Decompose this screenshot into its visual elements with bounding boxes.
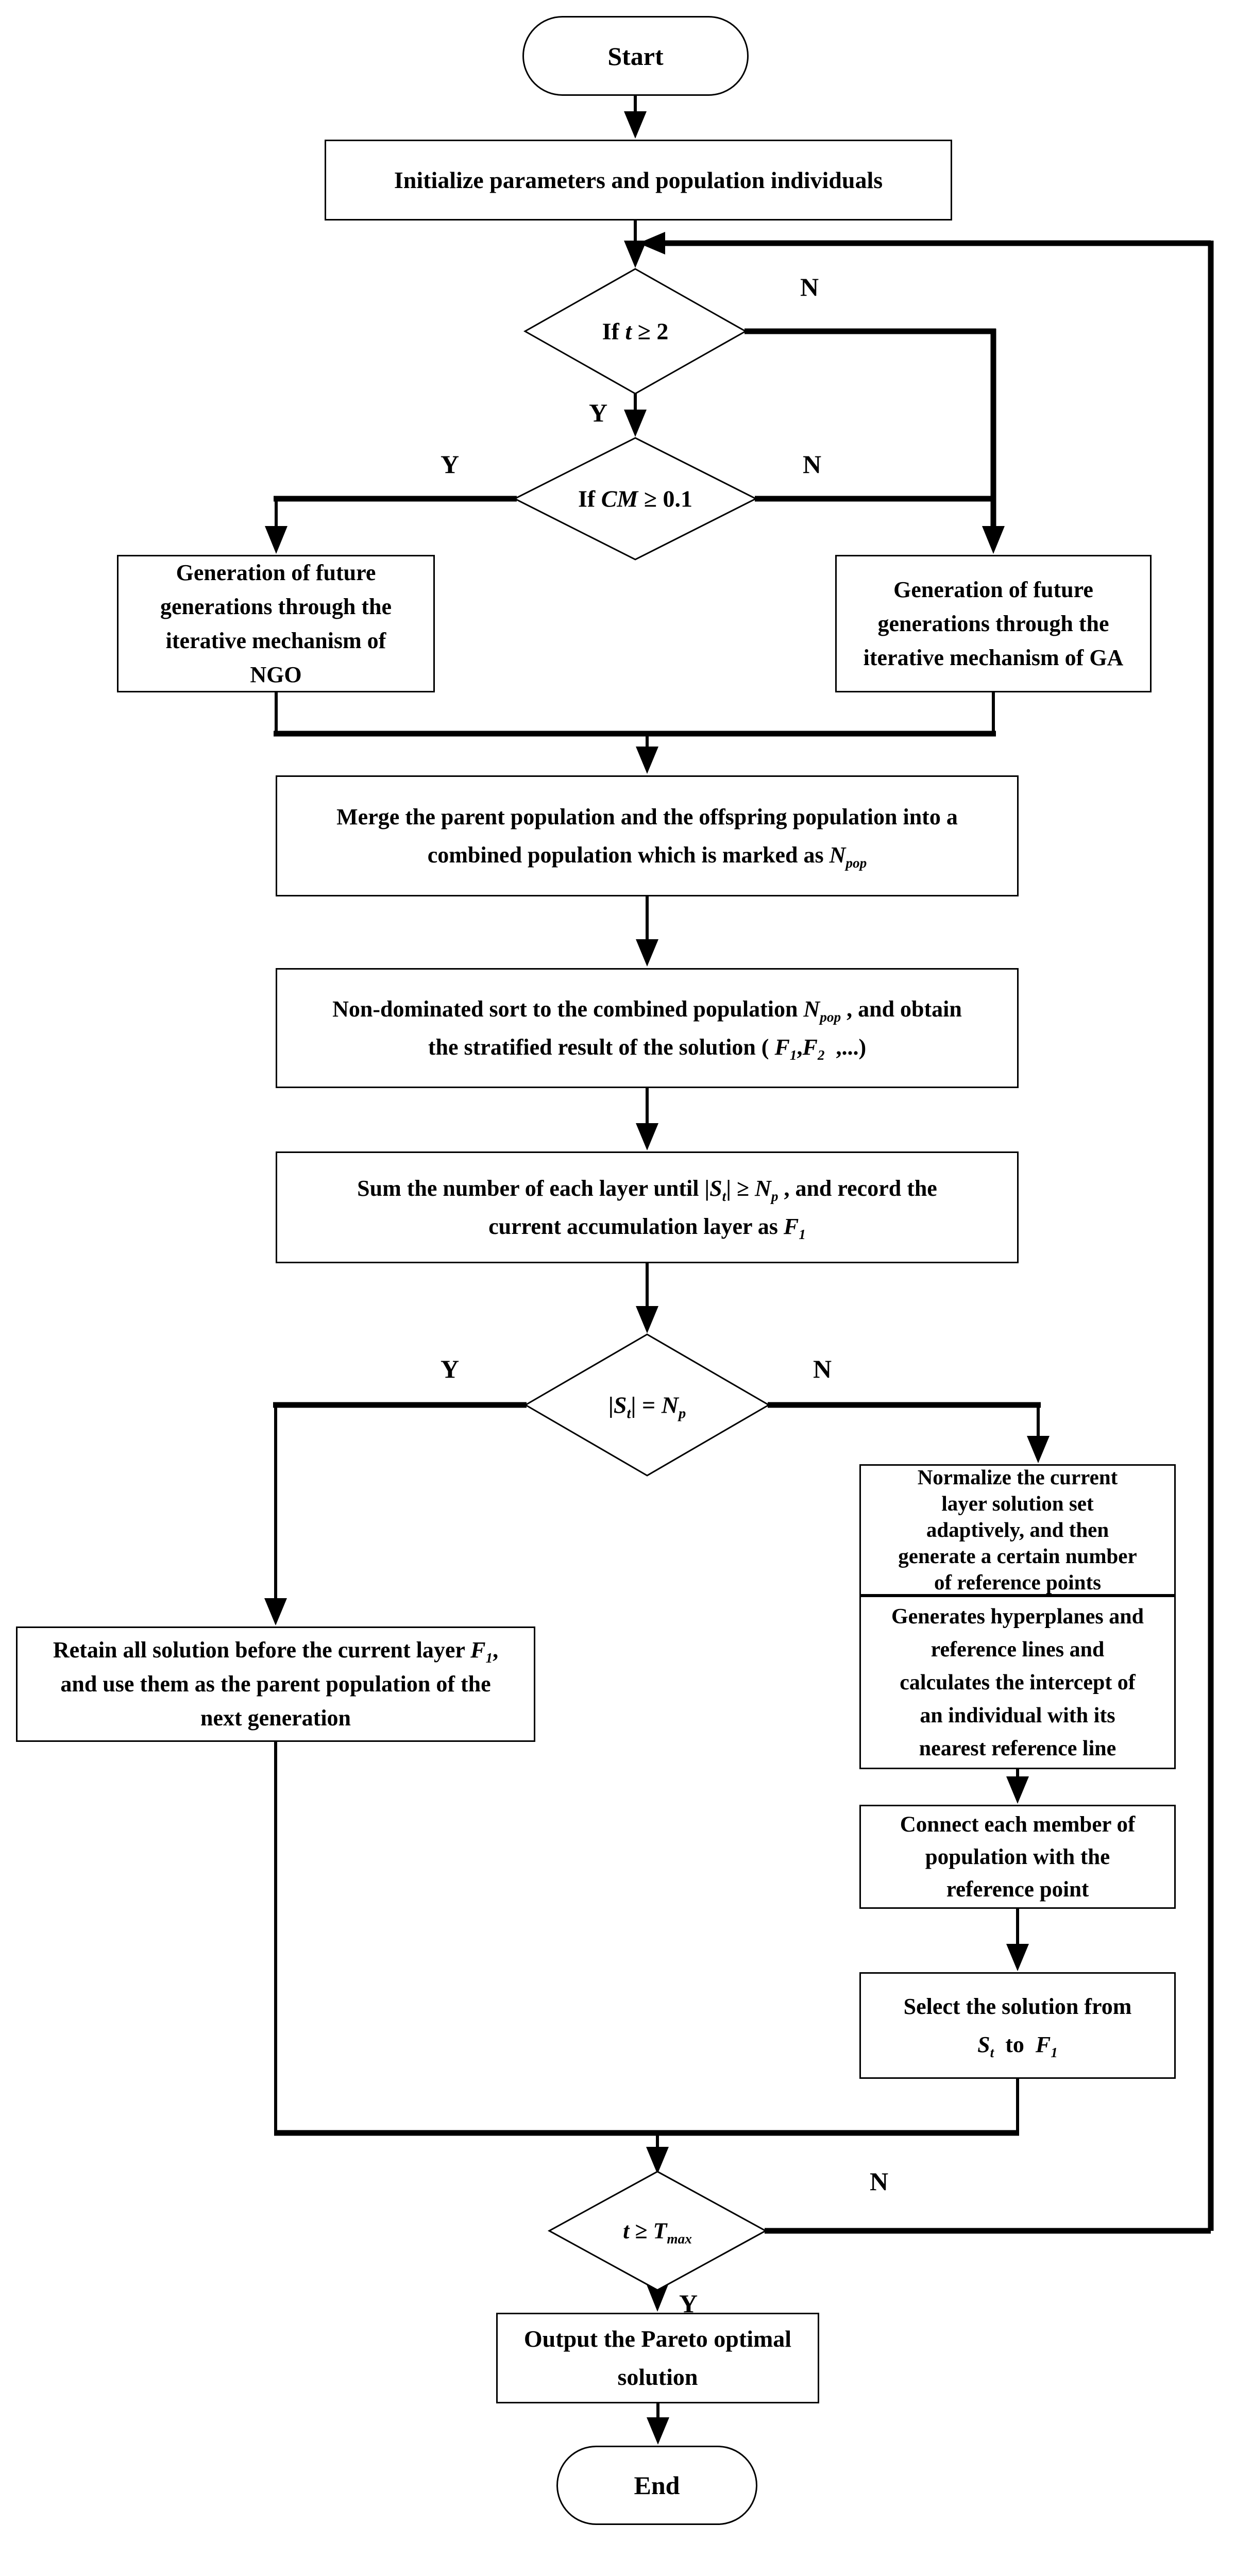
retain-line: next generation <box>200 1705 351 1731</box>
process-merge-population: Merge the parent population and the offs… <box>276 775 1019 896</box>
start-label: Start <box>607 41 664 71</box>
normalize-line: adaptively, and then <box>926 1518 1109 1541</box>
process-select-solution: Select the solution from St to F1 <box>859 1972 1176 2079</box>
ga-line: iterative mechanism of GA <box>863 645 1124 670</box>
end-terminal: End <box>556 2446 757 2525</box>
normalize-line: of reference points <box>934 1570 1102 1594</box>
start-terminal: Start <box>522 16 749 96</box>
branch-label-d2-n: N <box>803 450 822 479</box>
decision-if-cm-shape <box>513 437 758 561</box>
output-line: solution <box>617 2364 698 2390</box>
retain-line: and use them as the parent population of… <box>60 1671 491 1697</box>
decision-if-cm-label: If CM ≥ 0.1 <box>578 485 693 512</box>
connect-line: Connect each member of <box>900 1812 1136 1837</box>
sum-line: Sum the number of each layer until |St| … <box>357 1175 937 1204</box>
flow-lines <box>273 95 1214 2418</box>
branch-label-d3-y: Y <box>441 1354 460 1383</box>
decision-tmax-label: t ≥ Tmax <box>623 2218 692 2247</box>
process-sum-layers: Sum the number of each layer until |St| … <box>276 1151 1019 1263</box>
decision-tmax-shape <box>547 2171 768 2291</box>
hyperplanes-line: reference lines and <box>930 1637 1105 1662</box>
process-ga-generation: Generation of future generations through… <box>835 555 1152 692</box>
process-ngo-generation: Generation of future generations through… <box>117 555 435 692</box>
decision-st-np-label: |St| = Np <box>608 1392 686 1422</box>
branch-label-d2-y: Y <box>441 450 460 479</box>
hyperplanes-line: an individual with its <box>920 1703 1115 1727</box>
hyperplanes-line: calculates the intercept of <box>900 1670 1136 1694</box>
branch-label-d1-n: N <box>800 273 819 301</box>
end-label: End <box>634 2471 680 2500</box>
hyperplanes-line: nearest reference line <box>919 1736 1116 1760</box>
initialize-label: Initialize parameters and population ind… <box>394 167 883 193</box>
process-connect-members: Connect each member of population with t… <box>859 1805 1176 1909</box>
sum-line: current accumulation layer as F1 <box>488 1213 806 1242</box>
process-normalize: Normalize the current layer solution set… <box>859 1464 1176 1596</box>
nondominated-line: the stratified result of the solution ( … <box>428 1034 867 1063</box>
decision-diamonds <box>513 268 770 2291</box>
ngo-line: iterative mechanism of <box>165 628 386 653</box>
hyperplanes-line: Generates hyperplanes and <box>891 1604 1144 1629</box>
process-initialize: Initialize parameters and population ind… <box>325 140 952 221</box>
ngo-line: NGO <box>250 662 302 687</box>
flow-arrowheads <box>264 111 1050 2445</box>
retain-line: Retain all solution before the current l… <box>53 1637 499 1666</box>
select-line: St to F1 <box>977 2031 1058 2060</box>
merge-line: combined population which is marked as N… <box>427 842 867 871</box>
connect-line: reference point <box>946 1877 1089 1902</box>
ga-line: generations through the <box>877 611 1109 636</box>
decision-if-t-ge-2-label: If t ≥ 2 <box>602 318 669 345</box>
process-hyperplanes: Generates hyperplanes and reference line… <box>859 1596 1176 1769</box>
normalize-line: generate a certain number <box>898 1544 1137 1568</box>
normalize-line: Normalize the current <box>917 1465 1118 1489</box>
branch-label-d3-n: N <box>813 1354 832 1383</box>
decision-st-np-shape <box>524 1333 770 1477</box>
select-line: Select the solution from <box>903 1993 1132 2019</box>
process-nondominated-sort: Non-dominated sort to the combined popul… <box>276 968 1019 1088</box>
output-line: Output the Pareto optimal <box>523 2326 792 2352</box>
ga-line: Generation of future <box>893 577 1093 602</box>
ngo-line: generations through the <box>160 594 392 619</box>
nondominated-line: Non-dominated sort to the combined popul… <box>332 996 962 1025</box>
branch-label-d1-y: Y <box>589 398 608 427</box>
normalize-line: layer solution set <box>941 1492 1094 1515</box>
process-retain-solutions: Retain all solution before the current l… <box>16 1626 535 1742</box>
connect-line: population with the <box>925 1844 1110 1869</box>
ngo-line: Generation of future <box>176 560 376 585</box>
decision-if-t-ge-2-shape <box>523 268 748 395</box>
branch-label-d4-n: N <box>870 2167 889 2196</box>
process-output-pareto: Output the Pareto optimal solution <box>496 2313 819 2403</box>
merge-line: Merge the parent population and the offs… <box>336 804 958 829</box>
